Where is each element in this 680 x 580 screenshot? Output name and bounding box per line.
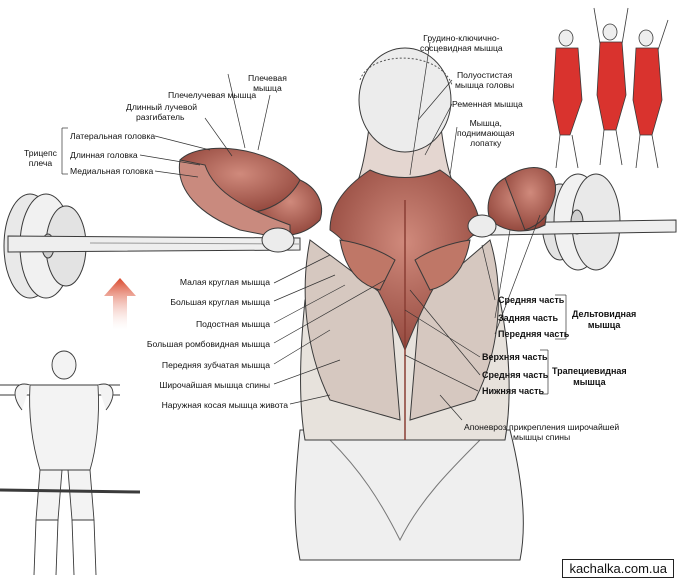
leader-lines [61, 41, 567, 421]
label-trap-lower: Нижняя часть [482, 386, 545, 396]
label-serratus-anterior: Передняя зубчатая мышца [161, 360, 270, 370]
label-sternocleidomastoid: Грудино-ключично-сосцевидная мышца [420, 33, 503, 53]
label-splenius: Ременная мышца [452, 99, 523, 109]
label-rhomboid-major: Большая ромбовидная мышца [146, 339, 270, 349]
label-lateral-head: Латеральная головка [70, 131, 156, 141]
label-trap-upper: Верхняя часть [482, 352, 548, 362]
label-deltoid-middle: Средняя часть [498, 295, 565, 305]
inset-small-figures [552, 7, 669, 169]
label-external-oblique: Наружная косая мышца живота [161, 400, 288, 410]
watermark: kachalka.com.ua [562, 559, 674, 578]
label-long-head: Длинная головка [70, 150, 138, 160]
up-arrow-icon [104, 278, 136, 330]
inset-front-figure [0, 350, 141, 576]
label-trap-middle: Средняя часть [482, 370, 549, 380]
label-deltoid-posterior: Задняя часть [498, 313, 558, 323]
label-medial-head: Медиальная головка [70, 166, 154, 176]
label-brachioradialis: Плечелучевая мышца [168, 90, 257, 100]
label-deltoid-anterior: Передняя часть [498, 329, 570, 339]
main-figure [178, 47, 556, 561]
label-latissimus: Широчайшая мышца спины [159, 380, 270, 390]
label-infraspinatus: Подостная мышца [195, 319, 270, 329]
label-teres-major: Большая круглая мышца [170, 297, 270, 307]
label-teres-minor: Малая круглая мышца [179, 277, 270, 287]
